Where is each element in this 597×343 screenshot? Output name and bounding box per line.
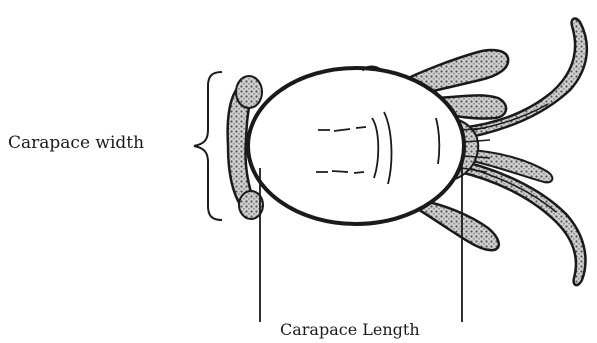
width-brace xyxy=(194,72,222,220)
carapace-width-label: Carapace width xyxy=(8,133,144,153)
lower-legs xyxy=(416,200,499,250)
carapace-length-label: Carapace Length xyxy=(280,320,420,339)
carapace xyxy=(248,67,464,224)
